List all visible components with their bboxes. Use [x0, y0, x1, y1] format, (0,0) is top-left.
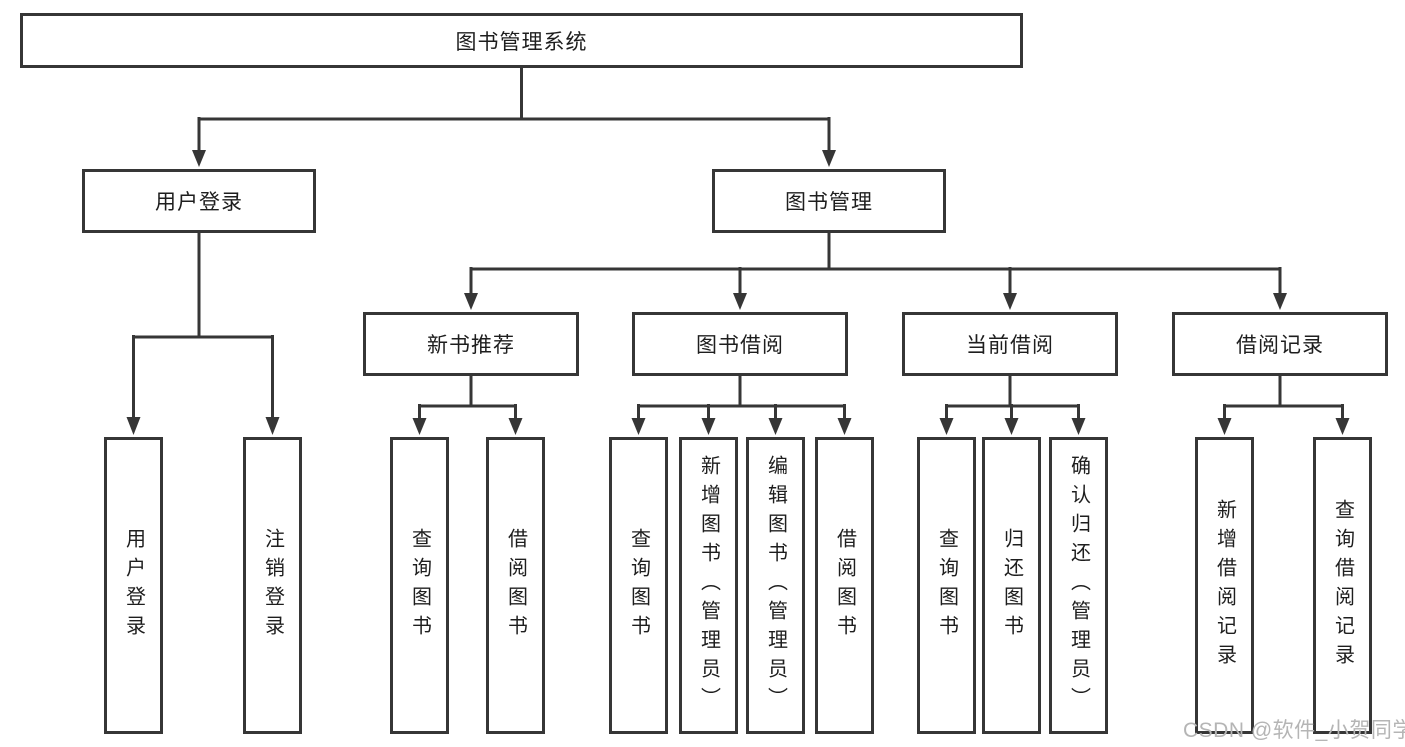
node-label: 借阅图书: [504, 527, 527, 644]
node-label: 用户登录: [122, 527, 145, 644]
node-library-management-system: 图书管理系统: [20, 13, 1023, 68]
node-label: 编辑图书（管理员）: [764, 455, 787, 716]
node-label: 借阅记录: [1236, 334, 1324, 357]
node-label: 图书管理系统: [455, 30, 588, 54]
node-user-login: 用户登录: [82, 169, 316, 233]
leaf-add-book-admin: 新增图书（管理员）: [679, 437, 738, 734]
leaf-query-books-current: 查询图书: [917, 437, 976, 734]
leaf-logout: 注销登录: [243, 437, 302, 734]
node-current-borrowing: 当前借阅: [902, 312, 1118, 376]
leaf-query-books-recommend: 查询图书: [390, 437, 449, 734]
node-label: 查询图书: [408, 527, 431, 644]
node-label: 借阅图书: [833, 527, 856, 644]
node-label: 查询图书: [627, 527, 650, 644]
node-label: 当前借阅: [966, 334, 1054, 357]
leaf-query-books-borrow: 查询图书: [609, 437, 668, 734]
leaf-query-borrow-record: 查询借阅记录: [1313, 437, 1372, 734]
leaf-return-books: 归还图书: [982, 437, 1041, 734]
node-label: 归还图书: [1000, 527, 1023, 644]
leaf-confirm-return-admin: 确认归还（管理员）: [1049, 437, 1108, 734]
leaf-edit-book-admin: 编辑图书（管理员）: [746, 437, 805, 734]
csdn-watermark: CSDN @软件_小贺同学: [1183, 719, 1405, 742]
node-label: 确认归还（管理员）: [1067, 455, 1090, 716]
node-label: 图书管理: [785, 191, 873, 214]
node-book-borrowing: 图书借阅: [632, 312, 848, 376]
leaf-user-login: 用户登录: [104, 437, 163, 734]
node-label: 图书借阅: [696, 334, 784, 357]
leaf-add-borrow-record: 新增借阅记录: [1195, 437, 1254, 734]
node-label: 注销登录: [261, 527, 284, 644]
node-new-book-recommend: 新书推荐: [363, 312, 579, 376]
node-label: 新增图书（管理员）: [697, 455, 720, 716]
node-label: 新增借阅记录: [1213, 498, 1236, 673]
node-borrowing-records: 借阅记录: [1172, 312, 1388, 376]
node-label: 用户登录: [155, 191, 243, 214]
node-label: 查询借阅记录: [1331, 498, 1354, 673]
node-book-management: 图书管理: [712, 169, 946, 233]
node-label: 新书推荐: [427, 334, 515, 357]
leaf-borrow-books-recommend: 借阅图书: [486, 437, 545, 734]
node-label: 查询图书: [935, 527, 958, 644]
leaf-borrow-books: 借阅图书: [815, 437, 874, 734]
